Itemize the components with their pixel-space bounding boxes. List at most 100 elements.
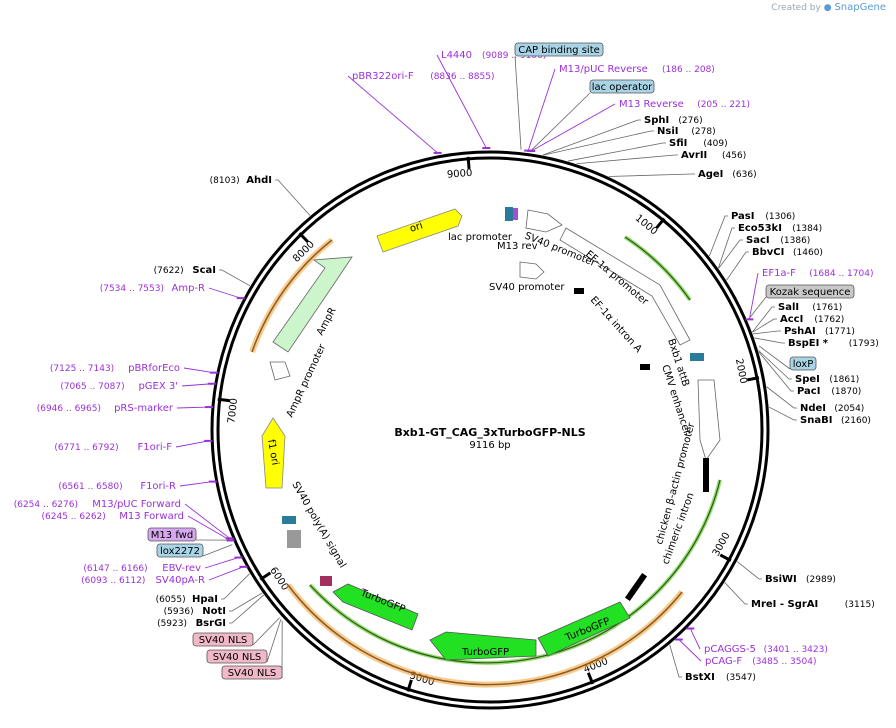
box-leader-6 [252, 617, 280, 646]
enzyme-position: (1793) [849, 339, 879, 349]
tick-label-3000: 3000 [711, 531, 733, 559]
enzyme-name: SpeI [795, 374, 820, 385]
feature-box [147, 527, 197, 542]
primer-range: (6946 .. 6965) [37, 404, 101, 414]
enzyme-name: Eco53kI [738, 223, 782, 234]
orange-feature-arc-top-left-core [251, 239, 333, 353]
enzyme-name: SnaBI [800, 415, 832, 426]
enzyme-name: SfiI [669, 138, 687, 149]
box-leader-0 [514, 55, 522, 150]
feature-box-label: lox2272 [160, 546, 200, 557]
enzyme-position: (2160) [841, 416, 871, 426]
enzyme-leader-3 [576, 154, 678, 165]
ampr-label: AmpR [315, 306, 339, 338]
primer-leader-6 [678, 639, 702, 662]
label-layer: SphI(276)NsiI(278)SfiI(409)AvrII(456)Age… [14, 42, 879, 683]
intron-a-marker [640, 364, 650, 370]
enzyme-name: HpaI [192, 594, 218, 605]
ori-arrow [376, 208, 463, 253]
enzyme-name: NsiI [657, 126, 678, 137]
ef1a-promoter-arrow [559, 227, 691, 346]
turbogfp-arrow-3 [537, 601, 631, 657]
f1-ori-label: f1 ori [265, 439, 280, 467]
tick-label-8000: 8000 [291, 239, 317, 265]
bxb1-attb-marker [703, 458, 709, 492]
orange-feature-arc-bottom-core [287, 584, 683, 686]
primer-name: M13 Forward [119, 511, 184, 522]
f1-ori-arrow [261, 417, 286, 489]
primer-range: (1684 .. 1704) [809, 269, 873, 279]
feature-box-label: Kozak sequence [770, 287, 851, 298]
feature-box [206, 649, 268, 664]
enzyme-leader-left-4 [229, 594, 265, 624]
enzyme-position: (1306) [765, 212, 795, 222]
enzyme-position: (278) [691, 127, 715, 137]
ef1a-intron-label: EF-1α intron A [588, 295, 644, 355]
enzyme-leader-11 [752, 330, 781, 335]
enzyme-leader-4 [608, 173, 695, 177]
box-leader-1 [530, 92, 591, 152]
enzyme-name: BspEI * [788, 338, 829, 349]
enzyme-leader-2 [567, 142, 666, 162]
primer-leader-4 [748, 272, 759, 320]
green-feature-arc-bottom-core [309, 479, 721, 664]
m13-rev-marker [574, 288, 584, 294]
enzyme-name: AhdI [246, 175, 272, 186]
enzyme-position: (3115) [845, 600, 875, 610]
green-feature-arc-right-core [624, 236, 691, 301]
enzyme-name: SalI [778, 302, 799, 313]
primer-leader-9 [181, 383, 212, 387]
enzyme-leader-15 [766, 386, 797, 409]
chicken-actin-arrow [697, 379, 721, 461]
primer-range: (6147 .. 6166) [83, 564, 147, 574]
primer-leader-5 [689, 628, 701, 650]
enzyme-position: (3547) [726, 673, 756, 683]
enzyme-position: (1386) [780, 236, 810, 246]
tick-mark-9000 [466, 156, 471, 169]
feature-box-label: SV40 NLS [199, 635, 248, 646]
box-leader-5 [202, 544, 233, 557]
enzyme-position: (2989) [806, 575, 836, 585]
primer-leader-0 [436, 54, 487, 149]
enzyme-name: PasI [731, 211, 754, 222]
enzyme-name: NotI [202, 606, 226, 617]
enzyme-name: AvrII [681, 150, 707, 161]
feature-box [514, 42, 604, 57]
green-feature-arc-bottom [308, 479, 722, 665]
primer-name: M13/pUC Reverse [559, 64, 648, 75]
enzyme-position: (6055) [156, 595, 186, 605]
feature-box-label: M13 fwd [151, 530, 193, 541]
sv40-polya-marker [287, 530, 301, 548]
enzyme-name: NdeI [800, 403, 826, 414]
tick-label-1000: 1000 [633, 213, 660, 238]
primer-leader-7 [208, 287, 241, 299]
enzyme-name: MreI - SgrAI [751, 599, 818, 610]
enzyme-position: (5936) [164, 607, 194, 617]
primer-name: pGEX 3' [138, 381, 178, 392]
primer-leader-13 [184, 503, 230, 539]
enzyme-position: (1460) [793, 248, 823, 258]
primer-range: (186 .. 208) [662, 65, 715, 75]
primer-name: L4440 [441, 50, 472, 61]
primer-name: Amp-R [172, 283, 206, 294]
enzyme-leader-18 [724, 582, 748, 605]
tick-mark-4000 [586, 672, 595, 685]
lac-promoter-marker [505, 207, 513, 221]
feature-box-label: CAP binding site [518, 45, 600, 56]
enzyme-position: (2054) [834, 404, 864, 414]
tick-label-2000: 2000 [733, 358, 749, 385]
enzyme-name: BstXI [685, 672, 715, 683]
enzyme-leader-left-0 [275, 179, 311, 216]
m13-rev-label: M13 rev [497, 241, 538, 252]
enzyme-name: PshAI [784, 326, 816, 337]
primer-name: F1ori-F [138, 442, 173, 453]
enzyme-leader-left-1 [219, 269, 251, 287]
feature-box [765, 284, 855, 299]
box-leader-2 [748, 296, 767, 319]
box-leader-7 [266, 619, 282, 663]
feature-box [789, 356, 817, 371]
primer-range: (7125 .. 7143) [50, 364, 114, 374]
ori-label: ori [409, 220, 425, 234]
enzyme-position: (7622) [154, 266, 184, 276]
